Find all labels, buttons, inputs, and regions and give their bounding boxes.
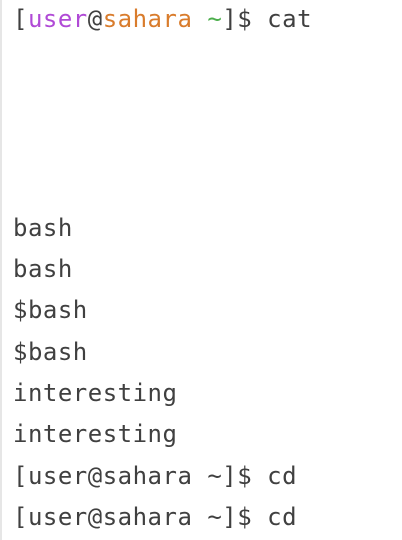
prompt-host: sahara xyxy=(102,5,193,33)
prompt-at: @ xyxy=(87,5,103,33)
shell-prompt-line: [user@sahara ~]$ cd xyxy=(13,503,298,531)
shell-prompt-line: [user@sahara ~]$ cat xyxy=(13,4,312,34)
prompt-space xyxy=(192,5,207,33)
output-line: $bash xyxy=(13,296,88,324)
prompt-user: user xyxy=(27,5,88,33)
output-line: interesting xyxy=(13,379,178,407)
prompt-close: ]$ xyxy=(222,5,253,33)
shell-prompt-line: [user@sahara ~]$ cd xyxy=(13,462,298,490)
prompt-open-bracket: [ xyxy=(13,5,28,33)
output-line: bash xyxy=(13,255,73,283)
prompt-command: cat xyxy=(252,5,313,33)
output-line: interesting xyxy=(13,420,178,448)
output-line: bash xyxy=(13,214,73,242)
prompt-cwd: ~ xyxy=(207,5,223,33)
output-line: $bash xyxy=(13,338,88,366)
